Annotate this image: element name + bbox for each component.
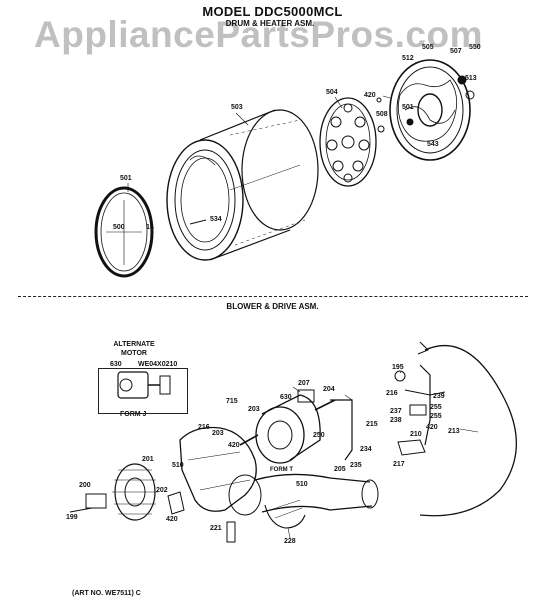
part-label-510-duct[interactable]: 510 (296, 481, 308, 488)
part-label-503[interactable]: 503 (231, 104, 243, 111)
blower-housing-216 (179, 426, 262, 516)
alternate-motor-title-line2: MOTOR (121, 350, 147, 357)
drum-heater-section-title: DRUM & HEATER ASM. (225, 19, 315, 28)
part-label-420-idler[interactable]: 420 (426, 424, 438, 431)
heater-assembly-512 (389, 59, 475, 161)
part-label-201[interactable]: 201 (142, 456, 154, 463)
part-label-216-idler[interactable]: 216 (386, 390, 398, 397)
part-label-534[interactable]: 534 (210, 216, 222, 223)
part-label-234[interactable]: 234 (360, 446, 372, 453)
part-label-237[interactable]: 237 (390, 408, 402, 415)
exhaust-duct-228 (254, 473, 379, 529)
section-divider (18, 296, 528, 297)
part-label-505[interactable]: 505 (422, 44, 434, 51)
model-title: MODEL DDC5000MCL (202, 4, 343, 19)
alternate-motor-title-line1: ALTERNATE (113, 341, 155, 348)
idler-assembly-215 (394, 364, 446, 456)
part-label-255-upper[interactable]: 255 (430, 404, 442, 411)
part-label-207[interactable]: 207 (298, 380, 310, 387)
alternate-motor-title: ALTERNATE MOTOR (104, 340, 164, 358)
part-label-228[interactable]: 228 (284, 538, 296, 545)
part-label-512[interactable]: 512 (402, 55, 414, 62)
part-label-210[interactable]: 210 (410, 431, 422, 438)
part-label-507[interactable]: 507 (450, 48, 462, 55)
part-label-501[interactable]: 501 (120, 175, 132, 182)
part-label-420-clamp[interactable]: 420 (166, 516, 178, 523)
blower-drive-section-title: BLOWER & DRIVE ASM. (226, 302, 319, 311)
part-label-213[interactable]: 213 (448, 428, 460, 435)
alternate-motor-box (98, 368, 188, 414)
part-label-630-alternate[interactable]: 630 (110, 361, 122, 368)
part-label-we04x0210[interactable]: WE04X0210 (138, 361, 178, 368)
part-label-202[interactable]: 202 (156, 487, 168, 494)
part-label-543[interactable]: 543 (427, 141, 439, 148)
part-label-255-lower[interactable]: 255 (430, 413, 442, 420)
part-label-238[interactable]: 238 (390, 417, 402, 424)
part-label-500[interactable]: 500 (113, 224, 125, 231)
part-label-217[interactable]: 217 (393, 461, 405, 468)
part-label-508[interactable]: 508 (376, 111, 388, 118)
part-label-203[interactable]: 203 (212, 430, 224, 437)
part-label-235[interactable]: 235 (350, 462, 362, 469)
part-label-715[interactable]: 715 (226, 398, 238, 405)
baffle-504 (319, 97, 377, 187)
part-label-504[interactable]: 504 (326, 89, 338, 96)
watermark: AppliancePartsPros.com (34, 14, 483, 55)
leader-lines (127, 95, 479, 539)
part-label-250[interactable]: 250 (313, 432, 325, 439)
part-label-216[interactable]: 216 (198, 424, 210, 431)
part-label-203-motor[interactable]: 203 (248, 406, 260, 413)
art-number: (ART NO. WE7511) C (72, 590, 141, 597)
part-label-239[interactable]: 239 (433, 393, 445, 400)
part-label-14[interactable]: 14 (146, 224, 154, 231)
drum-belt-213 (417, 341, 518, 517)
part-label-215[interactable]: 215 (366, 421, 378, 428)
part-label-195[interactable]: 195 (392, 364, 404, 371)
part-label-510[interactable]: 510 (172, 462, 184, 469)
part-label-204[interactable]: 204 (323, 386, 335, 393)
blower-wheel-201 (112, 463, 158, 521)
part-label-630[interactable]: 630 (280, 394, 292, 401)
part-label-420[interactable]: 420 (364, 92, 376, 99)
drum-503 (166, 109, 319, 261)
front-seal-ring-501 (94, 186, 154, 278)
alternate-motor-630 (117, 371, 171, 399)
form-j-label: FORM J (120, 411, 147, 418)
part-label-221[interactable]: 221 (210, 525, 222, 532)
part-label-200[interactable]: 200 (79, 482, 91, 489)
part-label-420-motor[interactable]: 420 (228, 442, 240, 449)
part-label-205[interactable]: 205 (334, 466, 346, 473)
form-t-label: FORM T (270, 467, 293, 473)
part-label-199[interactable]: 199 (66, 514, 78, 521)
drive-motor-630 (239, 394, 336, 464)
part-label-513[interactable]: 513 (465, 75, 477, 82)
part-label-501-rear[interactable]: 501 (402, 104, 414, 111)
part-label-550[interactable]: 550 (469, 44, 481, 51)
